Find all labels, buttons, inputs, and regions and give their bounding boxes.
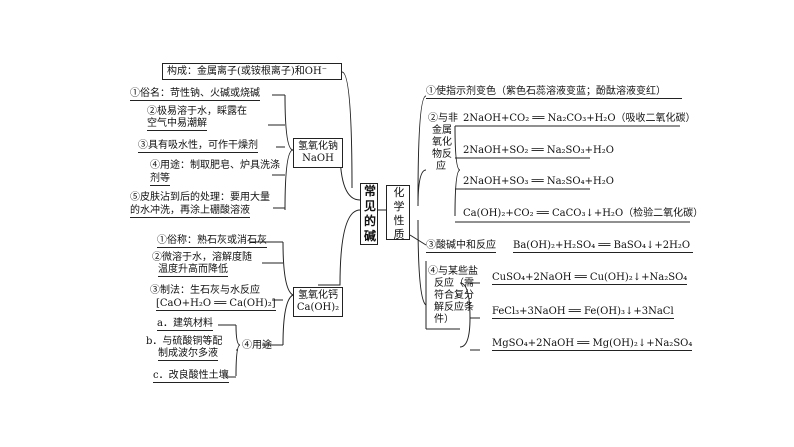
hub-char: 质 (393, 228, 405, 241)
property-indicator: ①使指示剂变色（紫色石蕊溶液变蓝；酚酞溶液变红） (426, 86, 682, 99)
composition-box: 构成：金属离子(或铵根离子)和OH⁻ (162, 63, 342, 80)
reaction-equation: CuSO₄+2NaOH ══ Cu(OH)₂↓+Na₂SO₄ (492, 272, 688, 285)
caoh2-use-label: ④用途 (242, 340, 272, 351)
reaction-equation: 2NaOH+CO₂ ══ Na₂CO₃+H₂O（吸收二氧化碳） (463, 113, 696, 124)
caoh2-formula: Ca(OH)₂ (296, 302, 340, 313)
hub-label: 化 学 性 质 (391, 186, 407, 242)
naoh-label: 氢氧化钠 (298, 141, 338, 152)
center-char: 的 (363, 214, 376, 228)
center-char: 见 (363, 199, 376, 213)
reaction-equation: FeCl₃+3NaOH ══ Fe(OH)₃↓+3NaCl (492, 306, 674, 319)
hub-char: 性 (393, 214, 405, 227)
hub-char: 学 (393, 200, 405, 213)
reaction-equation: 2NaOH+SO₃ ══ Na₂SO₄+H₂O (463, 176, 614, 187)
reaction-equation: 2NaOH+SO₂ ══ Na₂SO₃+H₂O (463, 145, 614, 156)
reaction-equation: Ca(OH)₂+CO₂ ══ CaCO₃↓+H₂O（检验二氧化碳） (463, 208, 704, 219)
center-char: 常 (363, 184, 376, 198)
caoh2-label: 氢氧化钙 (298, 290, 338, 301)
chemical-properties-box: 化 学 性 质 (386, 185, 410, 242)
caoh2-box: 氢氧化钙 Ca(OH)₂ (293, 287, 343, 317)
caoh2-item: ①俗称：熟石灰或消石灰 (157, 235, 267, 248)
center-label: 常 见 的 碱 (363, 184, 377, 244)
caoh2-use-item: a．建筑材料 (157, 318, 213, 331)
composition-text: 构成：金属离子(或铵根离子)和OH⁻ (167, 66, 327, 77)
naoh-item: ③具有吸水性，可作干燥剂 (138, 140, 258, 153)
reaction-equation: MgSO₄+2NaOH ══ Mg(OH)₂↓+Na₂SO₄ (492, 338, 693, 351)
naoh-formula: NaOH (302, 153, 334, 164)
center-char: 碱 (363, 229, 376, 243)
center-box: 常 见 的 碱 (360, 183, 378, 245)
naoh-box: 氢氧化钠 NaOH (293, 138, 343, 168)
property-neutralization-label: ③酸碱中和反应 (426, 240, 496, 253)
reaction-equation: Ba(OH)₂+H₂SO₄ ══ BaSO₄↓+2H₂O (513, 240, 693, 253)
caoh2-use-item: c．改良酸性土壤 (153, 370, 229, 383)
naoh-item: ①俗名：苛性钠、火碱或烧碱 (130, 88, 260, 101)
hub-char: 化 (393, 186, 405, 199)
